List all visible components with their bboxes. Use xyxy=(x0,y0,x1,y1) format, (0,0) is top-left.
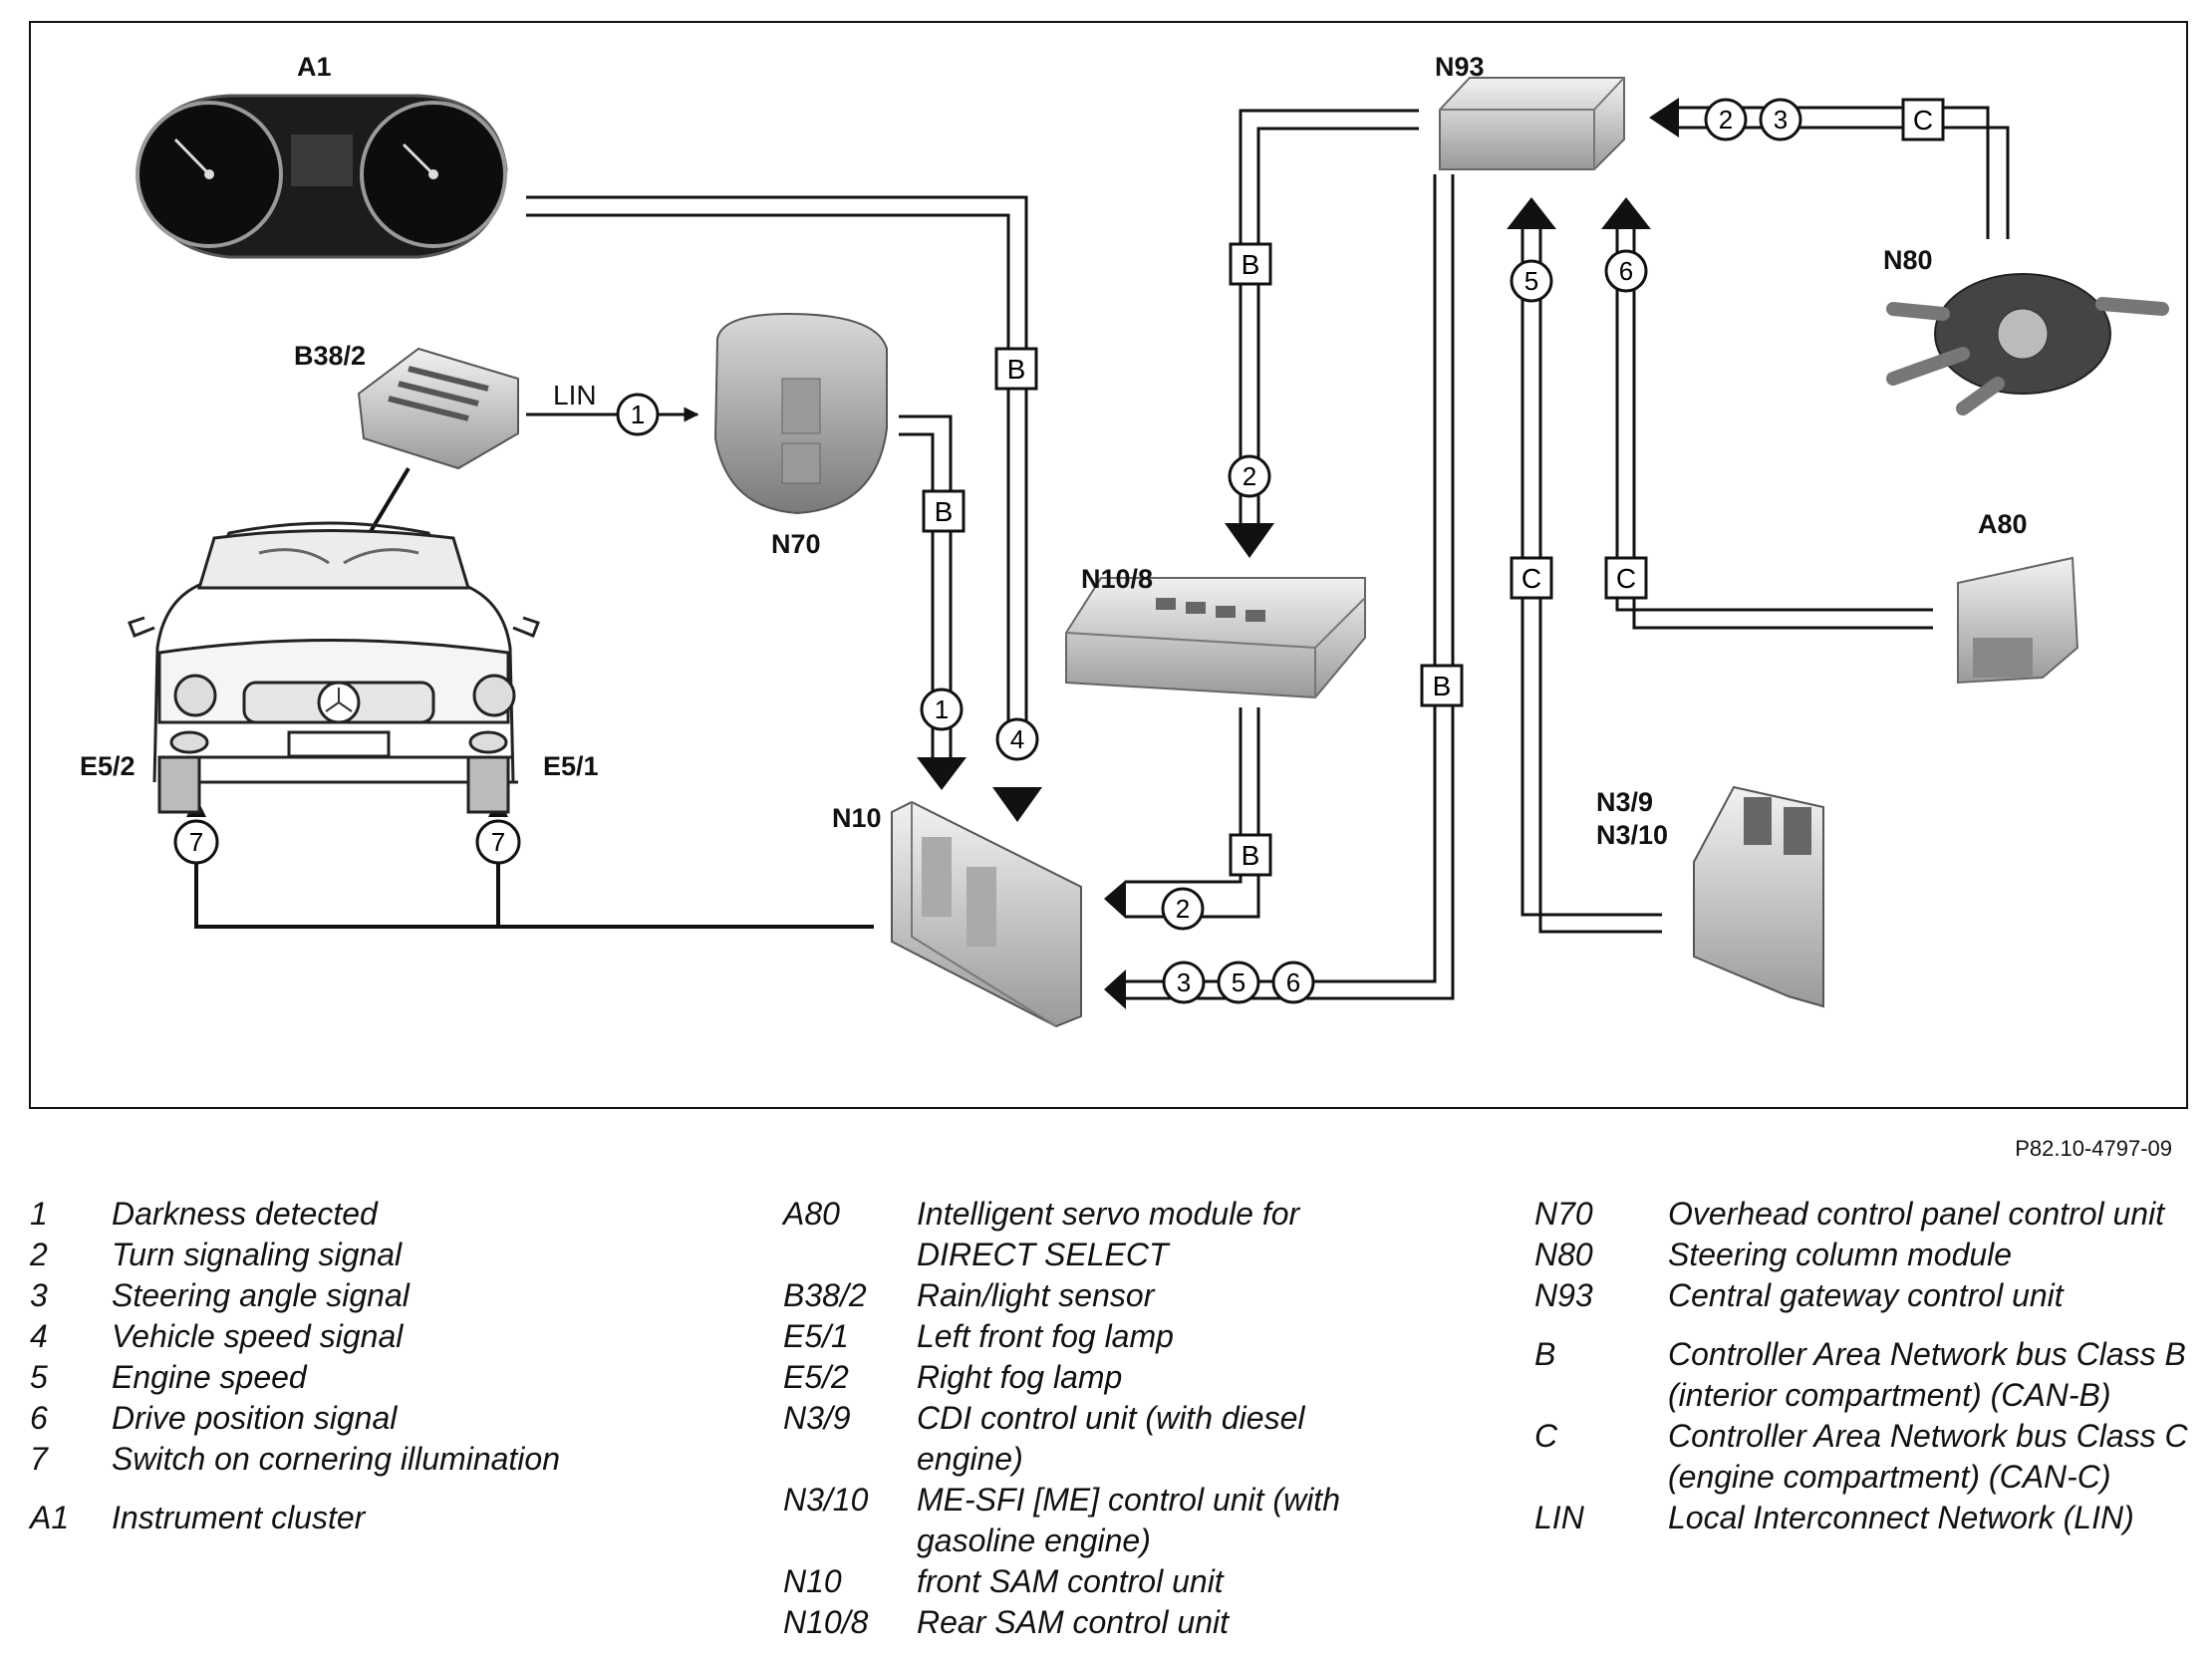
label-e5-1: E5/1 xyxy=(543,751,599,781)
label-n10-8: N10/8 xyxy=(1081,564,1153,594)
label-n80: N80 xyxy=(1883,245,1933,275)
bus-box-b: B xyxy=(1007,354,1026,385)
label-n70: N70 xyxy=(771,529,821,559)
rain-light-sensor-icon xyxy=(357,347,519,545)
figure-reference: P82.10-4797-09 xyxy=(2015,1136,2172,1161)
network-diagram: A1 B38/2 N70 N93 N80 N10/8 A80 N10 N3/9 … xyxy=(29,21,2188,1109)
label-a80: A80 xyxy=(1978,509,2028,539)
label-b38-2: B38/2 xyxy=(294,341,366,371)
signal-4: 4 xyxy=(1010,724,1024,754)
signal-5: 5 xyxy=(1524,266,1538,296)
signal-2: 2 xyxy=(1176,894,1190,924)
signal-5: 5 xyxy=(1232,968,1245,997)
signal-6: 6 xyxy=(1286,968,1300,997)
signal-3: 3 xyxy=(1177,968,1191,997)
rear-sam-icon xyxy=(1065,577,1366,699)
engine-control-unit-icon xyxy=(1693,785,1824,1008)
label-a1: A1 xyxy=(297,52,332,82)
label-lin: LIN xyxy=(553,380,597,411)
signal-2: 2 xyxy=(1243,461,1256,491)
bus-box-b: B xyxy=(1433,671,1452,701)
signal-6: 6 xyxy=(1619,256,1633,286)
label-n3-9: N3/9 xyxy=(1596,787,1653,817)
arrowheads xyxy=(186,98,1679,1009)
steering-column-module-icon xyxy=(1886,273,2169,415)
car-front-icon xyxy=(128,521,540,814)
bus-box-c: C xyxy=(1521,563,1541,594)
bus-boxes: B B B B B C C C xyxy=(922,98,1945,877)
signal-7: 7 xyxy=(189,827,203,857)
overhead-control-panel-icon xyxy=(713,312,888,515)
signal-1: 1 xyxy=(935,694,949,724)
bus-box-b: B xyxy=(935,496,954,527)
label-n10: N10 xyxy=(832,803,882,833)
instrument-cluster-icon xyxy=(136,94,508,259)
label-n93: N93 xyxy=(1435,52,1485,82)
signal-1: 1 xyxy=(631,400,645,429)
bus-box-c: C xyxy=(1616,563,1636,594)
signal-circles: 1 1 4 2 2 3 5 6 5 6 2 3 7 7 xyxy=(173,98,1802,1004)
central-gateway-icon xyxy=(1439,77,1625,170)
bus-box-c: C xyxy=(1913,105,1933,136)
bus-box-b: B xyxy=(1242,840,1260,871)
signal-7: 7 xyxy=(491,827,505,857)
label-n3-10: N3/10 xyxy=(1596,820,1668,850)
front-sam-icon xyxy=(891,800,1082,1028)
bus-box-b: B xyxy=(1242,249,1260,280)
signal-2: 2 xyxy=(1719,105,1733,135)
signal-3: 3 xyxy=(1774,105,1788,135)
label-e5-2: E5/2 xyxy=(80,751,136,781)
servo-module-icon xyxy=(1957,556,2079,685)
